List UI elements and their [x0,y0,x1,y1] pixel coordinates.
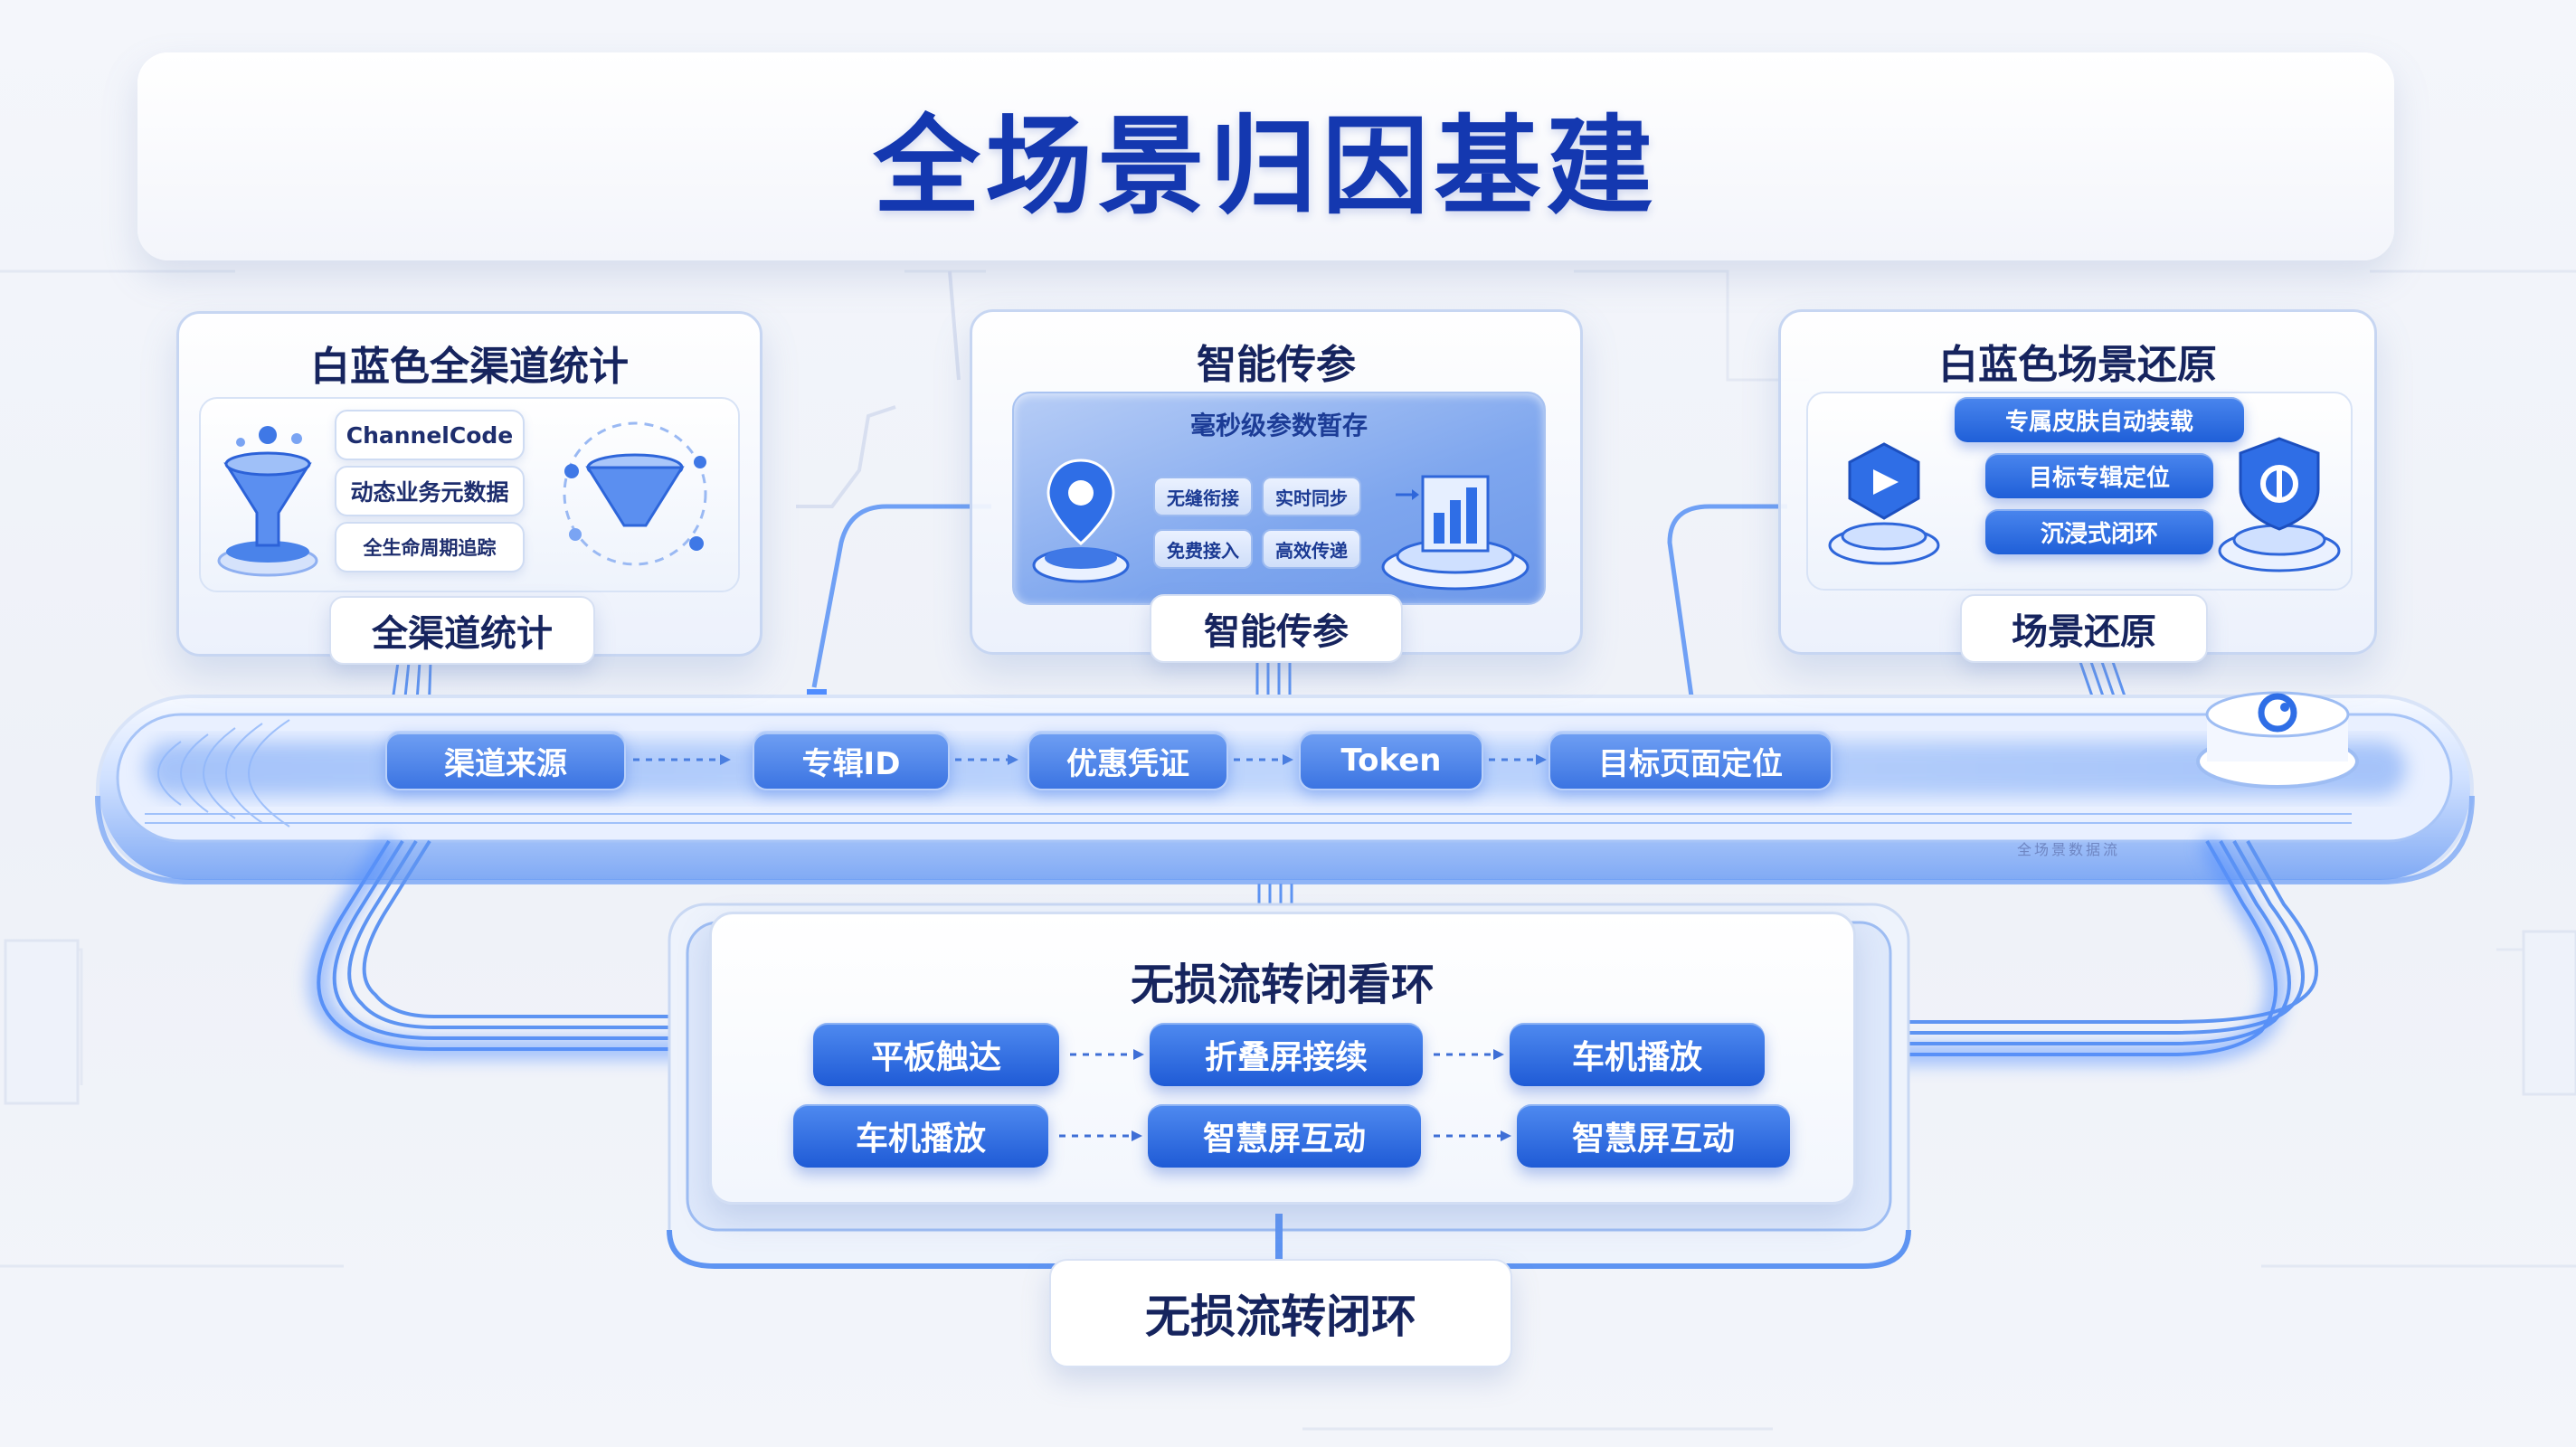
panel-title: 智能传参 [1197,342,1356,388]
panel-channel-stats[interactable]: 白蓝色全渠道统计 ChannelCode 动态业务元数据 全生命周期追踪 全渠道… [176,311,762,665]
play-shield-icon [1828,442,1940,565]
link-shield-icon [2218,437,2341,572]
bottom-sub-label[interactable]: 无损流转闭环 [1049,1259,1512,1367]
flow-smart-screen[interactable]: 智慧屏互动 [1148,1104,1421,1168]
panel-connectors [811,504,1787,697]
page-title: 全场景归因基建 [873,103,1659,229]
chip-realtime-sync[interactable]: 实时同步 [1262,477,1361,516]
floor-block-right [2522,930,2576,1096]
panel-sub-label[interactable]: 智能传参 [1150,594,1403,663]
tag-immersive-loop[interactable]: 沉浸式闭环 [1985,509,2213,554]
chart-podium-icon [1381,475,1530,591]
panel-title: 白蓝色场景还原 [1938,342,2217,388]
panel-title: 无损流转闭看环 [1130,960,1435,1010]
flow-arrows [1059,1049,1511,1141]
funnel-icon [563,421,707,566]
pipeline-step-target-page[interactable]: 目标页面定位 [1548,731,1833,790]
pipeline-step-token[interactable]: Token [1299,731,1483,790]
panel-smart-params[interactable]: 智能传参 毫秒级参数暂存 无缝衔接 实时同步 免费接入 高效传递 智能传参 [970,309,1583,663]
panel-title: 白蓝色全渠道统计 [310,344,629,390]
pipeline-track [95,695,2475,884]
title-banner: 全场景归因基建 [137,52,2394,260]
flow-smart-screen[interactable]: 智慧屏互动 [1517,1104,1790,1168]
chip-free-access[interactable]: 免费接入 [1153,529,1253,569]
tag-channelcode[interactable]: ChannelCode [335,410,525,460]
panel-inner: ChannelCode 动态业务元数据 全生命周期追踪 [199,397,740,592]
tag-lifecycle-tracking[interactable]: 全生命周期追踪 [335,522,525,572]
pipeline-footer: 全场景数据流 [2017,841,2121,858]
panel-inner: 专属皮肤自动装载 目标专辑定位 沉浸式闭环 [1806,392,2353,591]
funnel-icon [217,426,318,577]
panel-scene-restore[interactable]: 白蓝色场景还原 专属皮肤自动装载 目标专辑定位 沉浸式闭环 场景还原 [1778,309,2377,663]
flow-car-play[interactable]: 车机播放 [793,1104,1048,1168]
panel-sub-label[interactable]: 全渠道统计 [329,596,595,665]
panel-lossless-flow[interactable]: 无损流转闭看环 平板触达 折叠屏接续 车机播放 车机播放 智慧屏互动 智慧屏互动 [709,912,1856,1205]
floor-block-left [4,939,80,1105]
logo-badge-icon [2196,691,2359,789]
panel-inner: 毫秒级参数暂存 无缝衔接 实时同步 免费接入 高效传递 [1012,392,1546,605]
chip-seamless[interactable]: 无缝衔接 [1153,477,1253,516]
pipeline-step-coupon[interactable]: 优惠凭证 [1028,731,1228,790]
pipeline-step-channel-source[interactable]: 渠道来源 [385,731,626,790]
flow-tablet-reach[interactable]: 平板触达 [813,1023,1059,1086]
tag-dynamic-metadata[interactable]: 动态业务元数据 [335,466,525,516]
location-pin-icon [1032,459,1130,583]
flow-foldable-continue[interactable]: 折叠屏接续 [1150,1023,1423,1086]
pipeline-step-album-id[interactable]: 专辑ID [753,731,950,790]
tag-album-target[interactable]: 目标专辑定位 [1985,453,2213,498]
inner-heading: 毫秒级参数暂存 [1189,411,1368,440]
panel-sub-label[interactable]: 场景还原 [1960,594,2208,663]
flow-car-play[interactable]: 车机播放 [1510,1023,1765,1086]
tag-auto-skin[interactable]: 专属皮肤自动装载 [1955,397,2244,442]
chip-efficient-transfer[interactable]: 高效传递 [1262,529,1361,569]
